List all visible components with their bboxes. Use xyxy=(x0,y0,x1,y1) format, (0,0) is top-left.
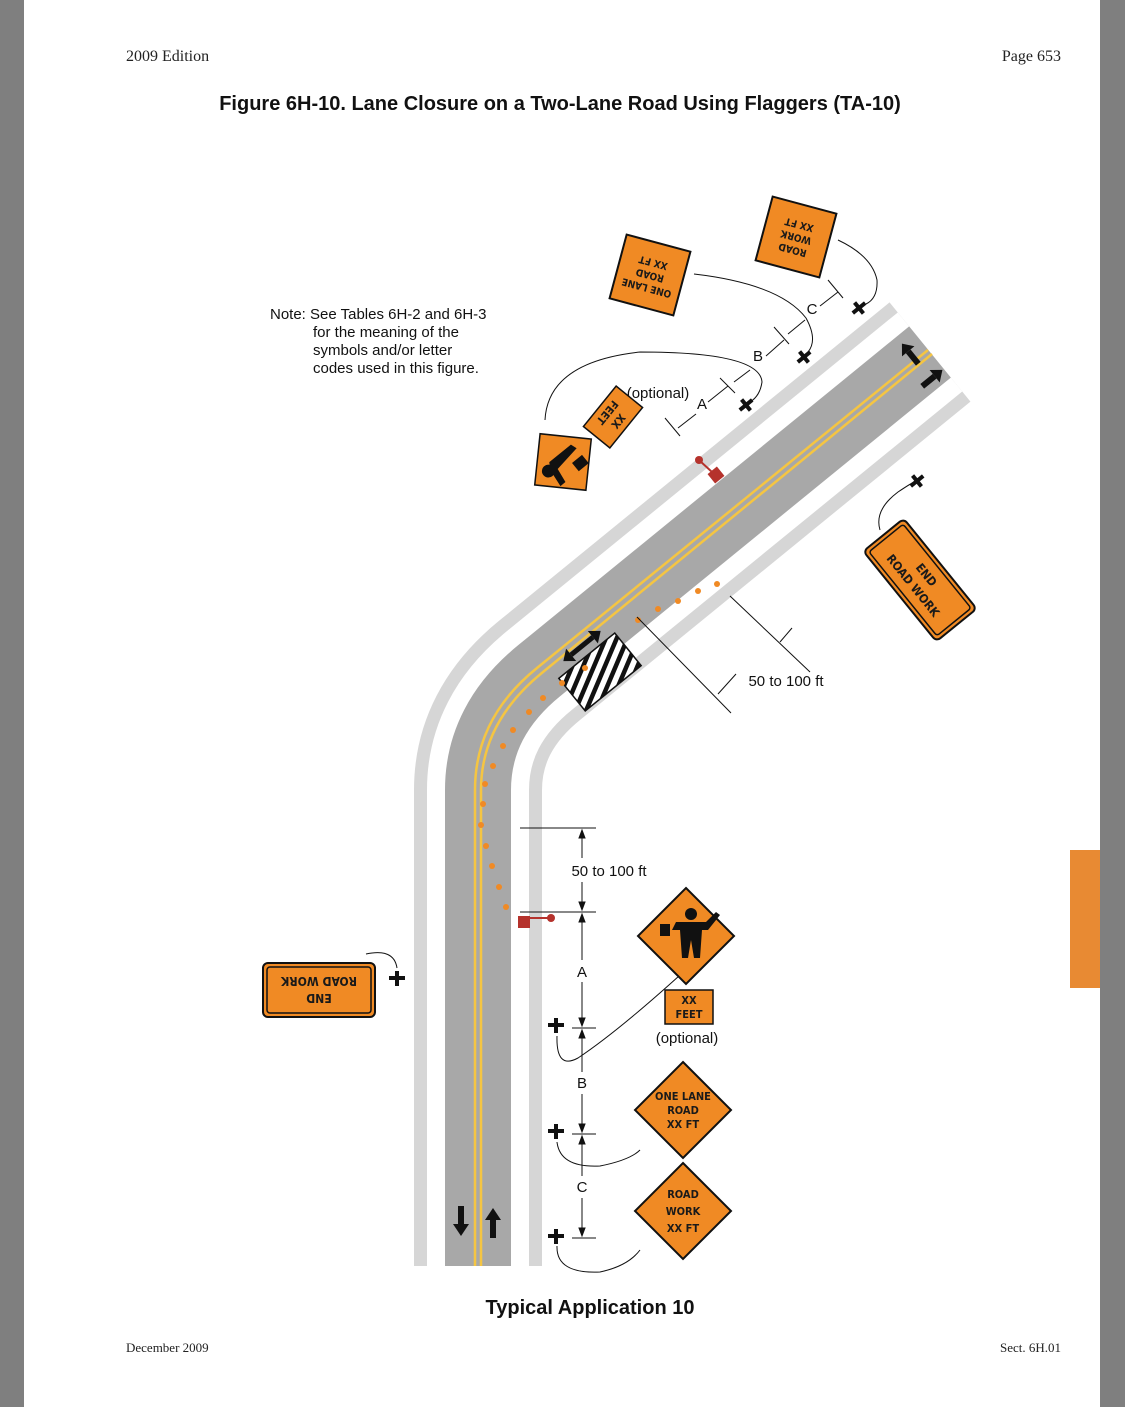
work-area-hatch xyxy=(557,631,643,713)
sign-post-markers-top xyxy=(738,301,925,488)
dim-c-bottom: C xyxy=(577,1179,588,1196)
optional-label-top: (optional) xyxy=(627,385,690,402)
channelizing-devices xyxy=(478,581,720,910)
roadway xyxy=(414,302,971,1266)
sign-text: XX FT xyxy=(667,1222,699,1235)
road-work-sign-top: ROAD WORK XX FT xyxy=(754,195,838,279)
one-lane-road-sign-top: ONE LANE ROAD XX FT xyxy=(608,233,692,317)
sign-post-markers-bottom xyxy=(389,971,564,1244)
note-line: symbols and/or letter xyxy=(313,342,453,359)
note-line: for the meaning of the xyxy=(313,324,459,341)
arrow-up-icon xyxy=(485,1208,501,1238)
footer-date: December 2009 xyxy=(126,1340,209,1355)
figure-title: Figure 6H-10. Lane Closure on a Two-Lane… xyxy=(219,93,901,115)
figure-caption: Typical Application 10 xyxy=(485,1297,695,1319)
sign-text: END xyxy=(306,991,331,1005)
double-arrow-icon xyxy=(563,630,601,662)
note-lead: Note: See Tables 6H-2 and 6H-3 xyxy=(270,306,487,323)
sign-text: ONE LANE xyxy=(655,1090,711,1103)
end-road-work-sign-left: END ROAD WORK xyxy=(262,962,376,1018)
page-number: Page 653 xyxy=(1001,48,1061,65)
arrow-up-right-icon xyxy=(920,369,943,389)
dim-c-top: C xyxy=(807,301,818,318)
plaque-text: XX xyxy=(681,994,697,1007)
sign-text: XX FT xyxy=(667,1118,699,1131)
dim-a-top: A xyxy=(697,396,707,413)
dim-b-bottom: B xyxy=(577,1075,587,1092)
footer-section: Sect. 6H.01 xyxy=(999,1340,1061,1355)
lane-direction-arrows xyxy=(453,343,943,1238)
flagger-sign-top xyxy=(533,432,593,492)
sign-text: WORK xyxy=(666,1205,701,1218)
buffer-label-top: 50 to 100 ft xyxy=(748,673,824,690)
buffer-dimension-bottom xyxy=(520,827,596,913)
leader-lines-top xyxy=(544,239,915,531)
flagger-symbol-top xyxy=(695,456,725,484)
sign-text: ROAD WORK xyxy=(280,974,357,988)
section-tab xyxy=(1070,850,1100,988)
buffer-dimension-top xyxy=(636,595,811,714)
spacing-dimensions-bottom xyxy=(572,912,596,1239)
edition-label: 2009 Edition xyxy=(126,48,210,65)
flagger-symbol-bottom xyxy=(518,914,555,928)
end-road-work-sign-right: END ROAD WORK xyxy=(864,519,976,641)
dim-a-bottom: A xyxy=(577,964,587,981)
arrow-down-left-icon xyxy=(901,343,921,366)
leader-lines-bottom xyxy=(365,952,691,1273)
plaque-text: FEET xyxy=(675,1008,702,1021)
figure-note: Note: See Tables 6H-2 and 6H-3 for the m… xyxy=(270,306,487,378)
buffer-label-bottom: 50 to 100 ft xyxy=(571,863,647,880)
sign-text: ROAD xyxy=(667,1104,699,1117)
xx-feet-plaque-top: XX FEET xyxy=(582,385,644,449)
note-line: codes used in this figure. xyxy=(313,360,479,377)
optional-label-bottom: (optional) xyxy=(656,1030,719,1047)
one-lane-road-sign-bottom: ONE LANE ROAD XX FT xyxy=(633,1060,733,1160)
flagger-sign-bottom xyxy=(636,886,736,986)
dim-b-top: B xyxy=(753,348,763,365)
road-work-sign-bottom: ROAD WORK XX FT xyxy=(633,1161,733,1261)
xx-feet-plaque-bottom: XX FEET xyxy=(664,989,714,1025)
sign-text: ROAD xyxy=(667,1188,699,1201)
spacing-dimensions-top xyxy=(664,279,844,437)
arrow-down-icon xyxy=(453,1206,469,1236)
